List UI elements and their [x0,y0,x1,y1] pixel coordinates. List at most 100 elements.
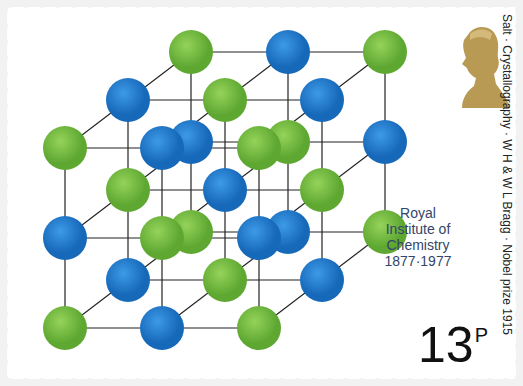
stamp-paper [7,7,516,379]
institute-name: Royal Institute of Chemistry 1877·1977 [380,205,456,269]
chloride-ion [140,306,184,350]
perforation-hole [405,378,415,386]
perforation-hole [85,0,95,8]
perforation-hole [0,229,8,239]
perforation-hole [515,245,523,255]
perforation-hole [0,69,8,79]
value-unit: P [475,324,488,346]
perforation-hole [165,0,175,8]
perforation-hole [515,149,523,159]
perforation-hole [229,378,239,386]
vertical-inscription: Salt · Crystallography · W H & W L Bragg… [500,14,514,335]
perforation-hole [229,0,239,8]
sodium-ion [203,258,247,302]
perforation-hole [421,0,431,8]
perforation-hole [69,378,79,386]
perforation-hole [341,378,351,386]
perforation-hole [101,378,111,386]
perforation-hole [149,0,159,8]
perforation-hole [0,325,8,335]
perforation-hole [437,0,447,8]
perforation-hole [515,21,523,31]
sodium-ion [140,216,184,260]
perforation-hole [453,0,463,8]
chloride-ion [266,30,310,74]
sodium-ion [106,168,150,212]
perforation-hole [197,0,207,8]
perforation-hole [69,0,79,8]
perforation-hole [515,53,523,63]
perforation-hole [515,341,523,351]
perforation-hole [0,165,8,175]
perforation-hole [437,378,447,386]
perforation-hole [373,0,383,8]
perforation-hole [469,378,479,386]
perforation-hole [85,378,95,386]
perforation-hole [21,0,31,8]
perforation-hole [0,181,8,191]
perforation-hole [325,378,335,386]
perforation-hole [0,309,8,319]
perforation-hole [293,378,303,386]
perforation-hole [515,165,523,175]
perforation-hole [309,378,319,386]
perforation-hole [389,0,399,8]
perforation-hole [37,378,47,386]
perforation-hole [515,85,523,95]
perforation-hole [515,293,523,303]
perforation-hole [0,357,8,367]
sodium-ion [300,168,344,212]
perforation-hole [0,37,8,47]
perforation-hole [0,197,8,207]
perforation-hole [373,378,383,386]
perforation-hole [293,0,303,8]
perforation-hole [389,378,399,386]
sodium-ion [43,306,87,350]
perforation-hole [515,309,523,319]
perforation-hole [515,197,523,207]
perforation-hole [149,378,159,386]
chloride-ion [363,120,407,164]
sodium-ion [237,126,281,170]
stamp-value: 13 [418,318,474,372]
perforation-hole [405,0,415,8]
chloride-ion [140,126,184,170]
perforation-hole [0,149,8,159]
perforation-hole [0,245,8,255]
perforation-hole [515,5,523,15]
perforation-hole [421,378,431,386]
perforation-hole [53,0,63,8]
chloride-ion [106,78,150,122]
perforation-hole [117,378,127,386]
perforation-hole [0,213,8,223]
perforation-hole [469,0,479,8]
sodium-ion [169,30,213,74]
sodium-ion [237,306,281,350]
perforation-hole [325,0,335,8]
salt-crystal-lattice [43,30,407,350]
perforation-hole [245,378,255,386]
perforation-hole [0,53,8,63]
perforation-hole [515,357,523,367]
perforation-hole [181,0,191,8]
perforation-hole [0,5,8,15]
perforation-hole [37,0,47,8]
chloride-ion [300,258,344,302]
chloride-ion [203,168,247,212]
perforation-hole [0,261,8,271]
perforation-hole [485,0,495,8]
perforation-hole [261,378,271,386]
perforation-hole [133,378,143,386]
perforation-hole [133,0,143,8]
perforation-hole [117,0,127,8]
perforation-hole [515,213,523,223]
perforation-hole [515,261,523,271]
perforation-hole [515,181,523,191]
sodium-ion [203,78,247,122]
perforation-hole [0,277,8,287]
perforation-hole [245,0,255,8]
perforation-hole [341,0,351,8]
chloride-ion [237,216,281,260]
perforation-hole [0,21,8,31]
